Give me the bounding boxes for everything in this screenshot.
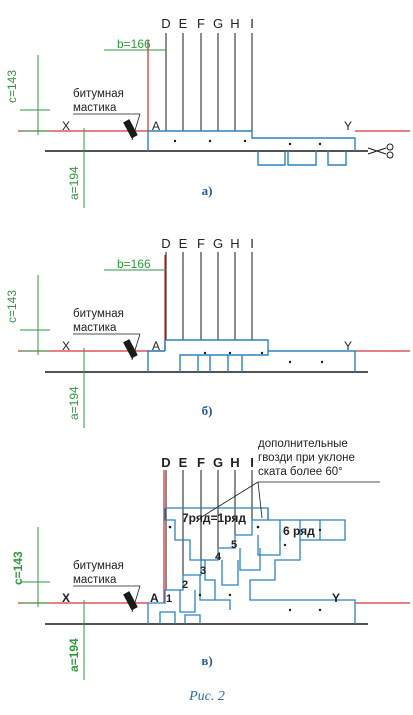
note-line-1: дополнительные [258, 438, 348, 450]
letter-e: E [179, 16, 188, 31]
dim-c-label: c=143 [5, 70, 19, 103]
row-number-5: 5 [231, 539, 237, 551]
letter-f: F [197, 455, 205, 470]
panel-c: D E F G H I дополнительные гвозди при ук… [11, 438, 410, 680]
mastic-tube-icon [123, 591, 138, 611]
panel-a-letters: D E F G H I [161, 16, 254, 31]
mastic-label-1: битумная [73, 308, 124, 320]
caption-a: а) [202, 183, 213, 198]
note-line-2: гвозди при уклоне [258, 452, 355, 464]
letter-g: G [213, 236, 223, 251]
panel-a: D E F G H I b=166 c=143 a=194 битумная м… [5, 16, 410, 208]
letter-i: I [250, 455, 254, 470]
mastic-label-2: мастика [73, 322, 117, 334]
point-a: A [152, 339, 160, 353]
point-y: Y [344, 119, 352, 133]
point-x: X [62, 591, 70, 605]
guide-lines [165, 470, 253, 590]
panel-b: D E F G H I b=166 c=143 a=194 битумная м… [5, 236, 410, 428]
letter-i: I [250, 16, 254, 31]
letter-d: D [161, 455, 170, 470]
nail-dots [173, 139, 322, 146]
strip-outline [147, 130, 356, 151]
lower-strip [147, 350, 356, 372]
strip-tabs [257, 151, 347, 166]
stepped-rows [147, 507, 356, 624]
upper-strip [164, 339, 269, 372]
caption-b: б) [202, 403, 213, 418]
row-number-3: 3 [200, 565, 206, 577]
figure-caption: Рис. 2 [188, 689, 225, 704]
mastic-label-1: битумная [73, 88, 124, 100]
row-number-2: 2 [182, 579, 188, 591]
note-line-3: ската более 60° [258, 466, 343, 478]
letter-f: F [197, 16, 205, 31]
point-a: A [150, 591, 159, 605]
dim-a-label: a=194 [67, 638, 81, 672]
mastic-label-2: мастика [73, 574, 117, 586]
point-a: A [152, 119, 160, 133]
letter-i: I [250, 236, 254, 251]
point-y: Y [332, 591, 340, 605]
letter-h: H [230, 455, 239, 470]
caption-c: в) [201, 653, 212, 668]
row-number-4: 4 [215, 551, 222, 563]
letter-d: D [161, 16, 170, 31]
letter-h: H [230, 236, 239, 251]
mastic-tube-icon [123, 339, 138, 359]
row-6-label: 6 ряд [283, 524, 315, 538]
scissors-icon [367, 143, 394, 159]
point-x: X [62, 119, 70, 133]
dim-c-label: c=143 [5, 290, 19, 323]
letter-h: H [230, 16, 239, 31]
letter-e: E [179, 236, 188, 251]
dim-b-label: b=166 [117, 37, 151, 51]
dim-b-label: b=166 [117, 257, 151, 271]
row-number-1: 1 [166, 593, 172, 605]
row-7-label: 7ряд=1ряд [182, 511, 246, 525]
letter-g: G [213, 455, 223, 470]
dim-a-label: a=194 [67, 166, 81, 200]
mastic-tube-icon [123, 119, 138, 139]
guide-lines [165, 33, 253, 131]
dim-c-label: c=143 [11, 551, 25, 585]
letter-e: E [179, 455, 188, 470]
dim-a-label: a=194 [67, 386, 81, 420]
guide-lines [165, 252, 253, 340]
letter-f: F [197, 236, 205, 251]
point-y: Y [344, 339, 352, 353]
letter-d: D [161, 236, 170, 251]
point-x: X [62, 339, 70, 353]
mastic-label-1: битумная [73, 560, 124, 572]
letter-g: G [213, 16, 223, 31]
mastic-label-2: мастика [73, 102, 117, 114]
